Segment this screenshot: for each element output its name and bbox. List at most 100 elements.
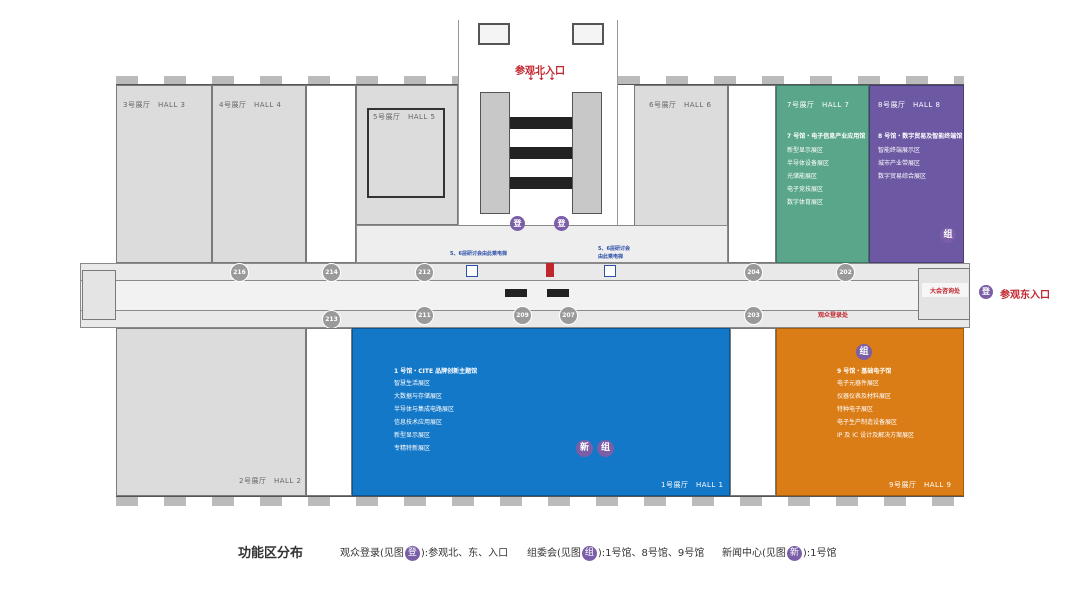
hall-9-zone: 电子生产制造设备展区 xyxy=(837,419,898,426)
hall-9-zone: IP 及 IC 设计及解决方案展区 xyxy=(837,432,915,439)
hall-1-zone: 半导体与集成电路展区 xyxy=(394,406,455,413)
room-number[interactable]: 212 xyxy=(415,263,434,282)
hall-9-title: 9 号馆・基础电子馆 xyxy=(837,368,892,375)
meeting-elevator-note-right-1: 5、6层研讨会 xyxy=(598,246,630,252)
hall-8-zone: 城市产业带展区 xyxy=(878,160,921,167)
hall-5-label: 5号展厅 HALL 5 xyxy=(373,113,436,121)
hall-7-zones: 新型显示展区 半导体设备展区 光储能展区 电子竞技展区 数字体育展区 xyxy=(787,144,829,209)
room-number[interactable]: 216 xyxy=(230,263,249,282)
legend-title: 功能区分布 xyxy=(238,546,304,561)
top-wall-right xyxy=(618,76,964,85)
hall-gap-6-7 xyxy=(728,85,776,263)
hall-8-committee-badge[interactable]: 组 xyxy=(940,227,956,243)
north-register-badge[interactable]: 登 xyxy=(510,216,525,231)
legend-news-badge: 新 xyxy=(786,545,802,561)
hall-2[interactable]: 2号展厅 HALL 2 xyxy=(116,328,306,496)
info-desk-icon xyxy=(546,263,554,277)
hall-1-zone: 大数据与存储展区 xyxy=(394,393,443,400)
legend-item-news: 新闻中心(见图新):1号馆 xyxy=(722,544,837,561)
hall-1-zones: 智慧生活展区 大数据与存储展区 半导体与集成电路展区 信息技术应用展区 新型显示… xyxy=(394,377,454,455)
bench-block xyxy=(547,289,569,297)
legend-committee-badge: 组 xyxy=(581,545,597,561)
hall-4[interactable]: 4号展厅 HALL 4 xyxy=(212,85,306,263)
legend-item-committee-suffix: ):1号馆、8号馆、9号馆 xyxy=(597,548,705,559)
legend-item-register: 观众登录(见图登):参观北、东、入口 xyxy=(340,544,508,561)
hall-1-news-badge[interactable]: 新 xyxy=(576,440,593,457)
legend-item-committee-prefix: 组委会(见图 xyxy=(527,548,581,559)
hall-7[interactable]: 7号展厅 HALL 7 7 号馆・电子信息产业应用馆 新型显示展区 半导体设备展… xyxy=(776,85,869,263)
room-number[interactable]: 214 xyxy=(322,263,341,282)
hall-7-label: 7号展厅 HALL 7 xyxy=(787,101,850,109)
hall-7-zone: 数字体育展区 xyxy=(787,199,824,206)
hall-1-title: 1 号馆・CITE 品牌创新主题馆 xyxy=(394,368,478,375)
hall-1-zone: 智慧生活展区 xyxy=(394,380,431,387)
hall-9-zone: 仪器仪表及材料展区 xyxy=(837,393,892,400)
escalator-block-left xyxy=(480,92,510,214)
hall-7-zone: 新型显示展区 xyxy=(787,147,824,154)
north-entrance-label[interactable]: 参观北入口 xyxy=(515,66,565,77)
north-register-badge[interactable]: 登 xyxy=(554,216,569,231)
audience-login-label: 观众登录处 xyxy=(818,312,849,319)
hall-8-label: 8号展厅 HALL 8 xyxy=(878,101,941,109)
north-pavilion-left xyxy=(478,23,510,45)
hall-3-label: 3号展厅 HALL 3 xyxy=(123,101,186,109)
hall-1[interactable]: 1 号馆・CITE 品牌创新主题馆 智慧生活展区 大数据与存储展区 半导体与集成… xyxy=(352,328,730,496)
hall-1-zone: 新型显示展区 xyxy=(394,432,431,439)
hall-6-label: 6号展厅 HALL 6 xyxy=(649,101,712,109)
hall-8[interactable]: 8号展厅 HALL 8 8 号馆・数字贸易及智能终端馆 智能终端展示区 城市产业… xyxy=(869,85,964,263)
hall-8-zone: 数字贸易综合展区 xyxy=(878,173,927,180)
elevator-icon xyxy=(466,265,478,277)
hall-1-committee-badge[interactable]: 组 xyxy=(597,440,614,457)
hall-4-label: 4号展厅 HALL 4 xyxy=(219,101,282,109)
legend-item-news-prefix: 新闻中心(见图 xyxy=(722,548,786,559)
bench-block xyxy=(505,289,527,297)
east-service-bg xyxy=(922,283,968,297)
room-number[interactable]: 213 xyxy=(322,310,341,329)
hall-9-zone: 特种电子展区 xyxy=(837,406,874,413)
hall-gap-1-9 xyxy=(730,328,776,496)
legend-item-register-suffix: ):参观北、东、入口 xyxy=(420,548,509,559)
hall-8-zone: 智能终端展示区 xyxy=(878,147,921,154)
hall-1-zone: 信息技术应用展区 xyxy=(394,419,443,426)
west-annex xyxy=(82,270,116,320)
legend-item-news-suffix: ):1号馆 xyxy=(802,548,837,559)
elevator-icon xyxy=(604,265,616,277)
hall-9-zone: 电子元器件展区 xyxy=(837,380,880,387)
hall-7-zone: 光储能展区 xyxy=(787,173,818,180)
top-wall xyxy=(116,76,458,85)
hall-2-label: 2号展厅 HALL 2 xyxy=(239,477,302,485)
legend-item-committee: 组委会(见图组):1号馆、8号馆、9号馆 xyxy=(527,544,704,561)
room-number[interactable]: 207 xyxy=(559,306,578,325)
room-number[interactable]: 209 xyxy=(513,306,532,325)
hall-3[interactable]: 3号展厅 HALL 3 xyxy=(116,85,212,263)
east-register-badge[interactable]: 登 xyxy=(979,285,993,299)
hall-9-zones: 电子元器件展区 仪器仪表及材料展区 特种电子展区 电子生产制造设备展区 IP 及… xyxy=(837,377,914,442)
east-service-label: 大会咨询处 xyxy=(930,288,961,295)
hall-5[interactable]: 5号展厅 HALL 5 xyxy=(356,85,458,225)
hall-7-title: 7 号馆・电子信息产业应用馆 xyxy=(787,133,866,140)
hall-9-label: 9号展厅 HALL 9 xyxy=(889,481,952,489)
room-number[interactable]: 211 xyxy=(415,306,434,325)
room-number[interactable]: 203 xyxy=(744,306,763,325)
north-lobby xyxy=(356,225,728,263)
hall-8-title: 8 号馆・数字贸易及智能终端馆 xyxy=(878,133,963,140)
meeting-elevator-note-right-2: 由此乘电梯 xyxy=(598,254,624,260)
hall-1-label: 1号展厅 HALL 1 xyxy=(661,481,724,489)
legend-item-register-prefix: 观众登录(见图 xyxy=(340,548,404,559)
legend-register-badge: 登 xyxy=(404,545,420,561)
east-entrance-label[interactable]: 参观东入口 xyxy=(1000,290,1050,301)
hall-9-committee-badge[interactable]: 组 xyxy=(856,344,872,360)
hall-9[interactable]: 组 9 号馆・基础电子馆 电子元器件展区 仪器仪表及材料展区 特种电子展区 电子… xyxy=(776,328,964,496)
hall-gap-2-1 xyxy=(306,328,352,496)
north-entrance-arrows: ↓↓↓ xyxy=(527,73,559,83)
hall-7-zone: 半导体设备展区 xyxy=(787,160,830,167)
room-number[interactable]: 202 xyxy=(836,263,855,282)
room-number[interactable]: 204 xyxy=(744,263,763,282)
meeting-elevator-note-left: 5、6层研讨会由此乘电梯 xyxy=(450,251,507,257)
escalator-block-right xyxy=(572,92,602,214)
escalator-bar-2 xyxy=(510,147,572,159)
hall-1-zone: 专精特新展区 xyxy=(394,445,431,452)
bottom-wall xyxy=(116,496,964,506)
escalator-bar-3 xyxy=(510,177,572,189)
hall-8-zones: 智能终端展示区 城市产业带展区 数字贸易综合展区 xyxy=(878,144,926,183)
